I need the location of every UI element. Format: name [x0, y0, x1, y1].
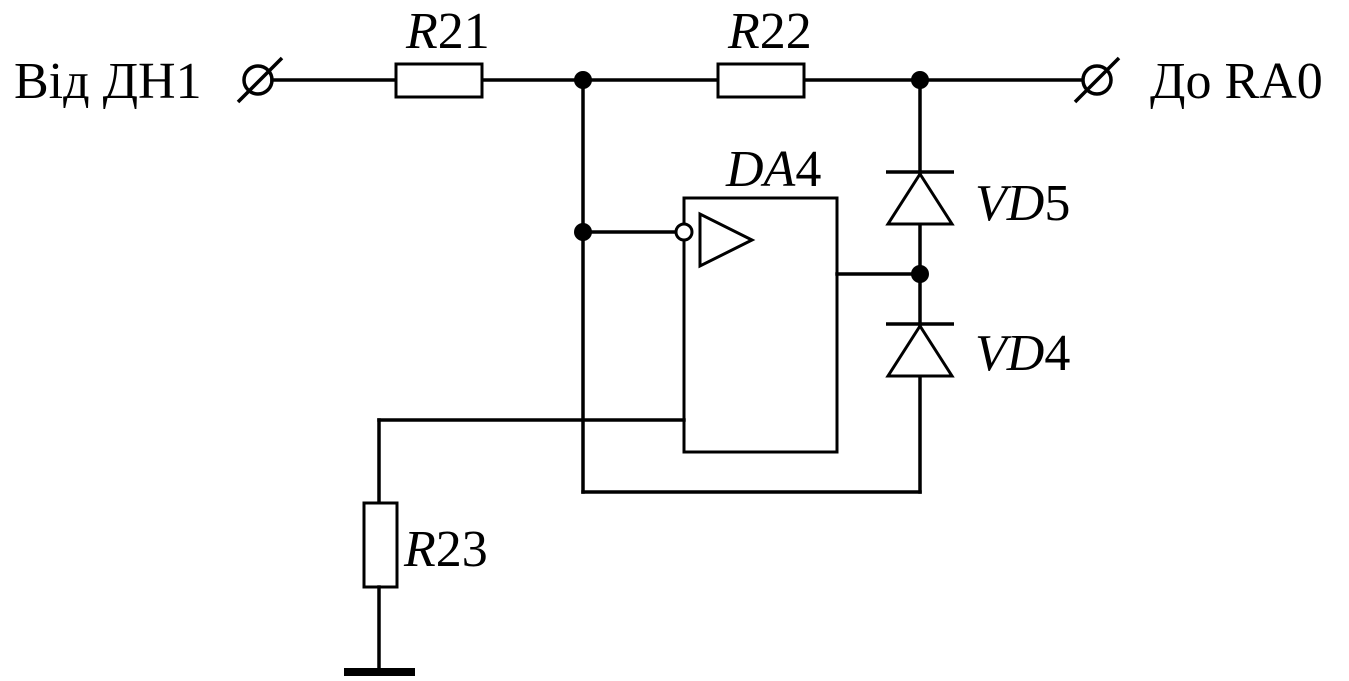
diode-vd4	[885, 322, 955, 378]
buffer-triangle-icon	[698, 211, 756, 269]
da4-label: DA4	[725, 141, 821, 198]
vd4-label: VD4	[975, 325, 1070, 382]
r23-label: R23	[403, 521, 488, 578]
input-terminal-label: Від ДН1	[14, 53, 202, 110]
junction-dot-da4-input	[574, 223, 592, 241]
junction-dot-r21-r22	[574, 71, 592, 89]
junction-dot-da4-output	[911, 265, 929, 283]
output-terminal-symbol	[1073, 56, 1121, 104]
resistor-r21	[394, 62, 484, 99]
resistor-r23	[362, 501, 399, 589]
r21-label: R21	[405, 3, 490, 60]
resistor-r22	[716, 62, 806, 99]
r22-label: R22	[727, 3, 812, 60]
output-terminal-label: До RA0	[1150, 53, 1323, 110]
inverting-input-bubble	[674, 222, 694, 242]
diode-vd5	[885, 170, 955, 226]
junction-dot-output	[911, 71, 929, 89]
vd5-label: VD5	[975, 175, 1070, 232]
